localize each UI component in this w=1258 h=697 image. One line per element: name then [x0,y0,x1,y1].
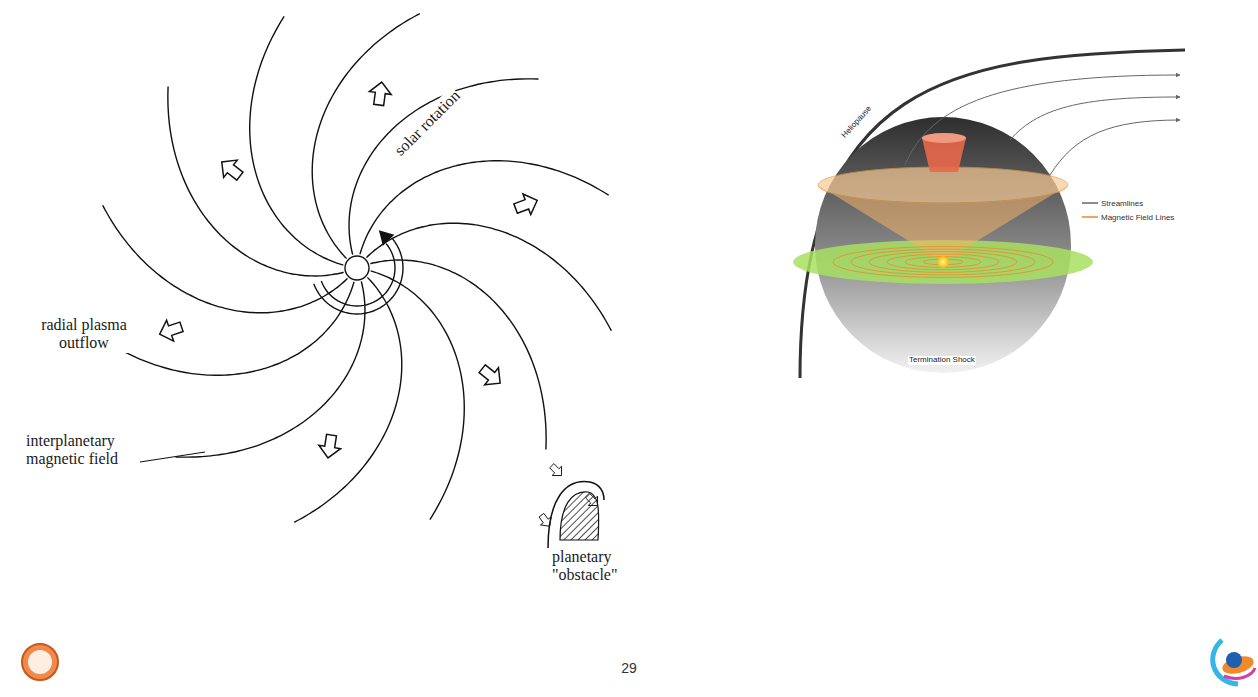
parker-spiral-figure [103,14,612,548]
outflow-arrow [215,153,247,185]
logo-ring [22,644,58,680]
heliosphere-figure [793,50,1185,378]
field-ring [869,252,1017,273]
legend-text: Streamlines [1101,199,1143,208]
logo-planet [1226,652,1242,668]
cone-rim [818,167,1068,203]
outflow-arrow [156,316,185,344]
field-line [105,282,354,376]
outflow-arrow [317,433,342,459]
field-line [175,281,365,457]
outflow-arrow [475,360,507,392]
legend-line [1082,202,1098,204]
logo-swoosh [1224,668,1255,678]
rotation-arc [314,238,403,314]
field-line [250,16,344,265]
legend-item: Streamlines [1082,196,1174,210]
polar-cup [922,138,966,172]
field-line [349,79,539,255]
rotation-label: solar rotation [391,87,464,160]
legend-text: Magnetic Field Lines [1101,213,1174,222]
field-line [294,277,402,522]
sun-disk [345,256,369,280]
rotation-arc [321,244,395,306]
field-line [371,271,465,520]
field-ring [887,254,999,270]
field-line [366,223,611,331]
leader-line [140,452,205,462]
rotation-arrowhead [373,225,394,246]
logo-right [1213,640,1256,684]
field-line-rings [833,247,1053,278]
legend: StreamlinesMagnetic Field Lines [1082,196,1174,224]
legend-sample [1082,214,1098,220]
outflow-arrow [368,81,393,107]
outflow-arrow [512,190,541,219]
legend-line [1082,216,1098,218]
streamline [905,75,1180,165]
field-ring [905,257,981,268]
field-ring [851,249,1035,275]
flow-label: radial plasma outflow [30,316,138,353]
logo-left [22,644,58,680]
outflow-arrow [547,461,566,480]
field-line [168,86,344,276]
legend-item: Magnetic Field Lines [1082,210,1174,224]
field-ring [833,247,1053,278]
field-line [360,161,609,255]
logo-core [28,650,52,674]
legend-sample [1082,200,1098,206]
streamline [1050,120,1180,175]
field-line [103,205,348,313]
current-sheet-disk [793,240,1093,284]
shock-label: Termination Shock [908,356,976,365]
obstacle-label: planetary "obstacle" [552,548,648,585]
heliopause-curve [800,50,1185,378]
bow-shock [548,482,604,548]
field-label: interplanetary magnetic field [26,432,138,469]
field-line [370,260,546,450]
sun [937,256,949,268]
page-number: 29 [621,660,637,676]
polar-cup-rim [922,133,966,143]
obstacle-body [560,492,599,540]
